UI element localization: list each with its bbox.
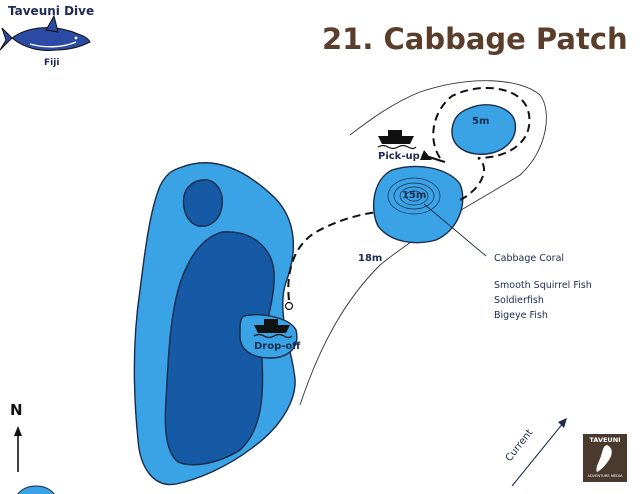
shallow-reef-5m [451, 104, 517, 155]
dive-route [287, 86, 531, 301]
left-reef-deep [164, 231, 275, 466]
page-title: 21. Cabbage Patch [322, 22, 628, 56]
logo-title: Taveuni Dive [8, 4, 95, 18]
island-icon [596, 445, 612, 472]
logo-location: Fiji [44, 58, 60, 68]
callout-species-1: Smooth Squirrel Fish [494, 280, 592, 291]
callout-species-3: Bigeye Fish [494, 310, 548, 321]
depth-label-15m: 15m [402, 190, 427, 201]
route-arrowhead [420, 150, 432, 160]
north-arrowhead [14, 426, 22, 436]
current-arrowhead [558, 418, 567, 428]
offmap-reef [17, 485, 55, 494]
callout-line [423, 203, 487, 257]
reef-outline [299, 80, 547, 406]
shark-logo-icon [0, 14, 91, 51]
small-deep-pool [182, 179, 223, 227]
callout-feature: Cabbage Coral [494, 253, 565, 264]
badge-subtitle: ADVENTURE MEDIA [587, 474, 623, 478]
compass-label: N [10, 401, 23, 419]
depth-label-5m: 5m [472, 116, 490, 127]
pickup-label: Pick-up [378, 151, 420, 162]
pinnacle-contours [387, 177, 441, 215]
dropoff-label: Drop-off [254, 341, 301, 352]
dropoff-marker [284, 301, 294, 311]
callout-text: Cabbage Coral Smooth Squirrel Fish Soldi… [494, 251, 592, 323]
badge-title: TAVEUNI [589, 436, 621, 444]
pickup-boat-icon [377, 130, 417, 150]
publisher-badge: TAVEUNI ADVENTURE MEDIA [583, 434, 627, 482]
dropoff-boat-icon [253, 319, 293, 339]
callout-species-2: Soldierfish [494, 295, 544, 306]
current-arrow-icon [511, 421, 565, 487]
depth-label-18m: 18m [358, 253, 383, 264]
